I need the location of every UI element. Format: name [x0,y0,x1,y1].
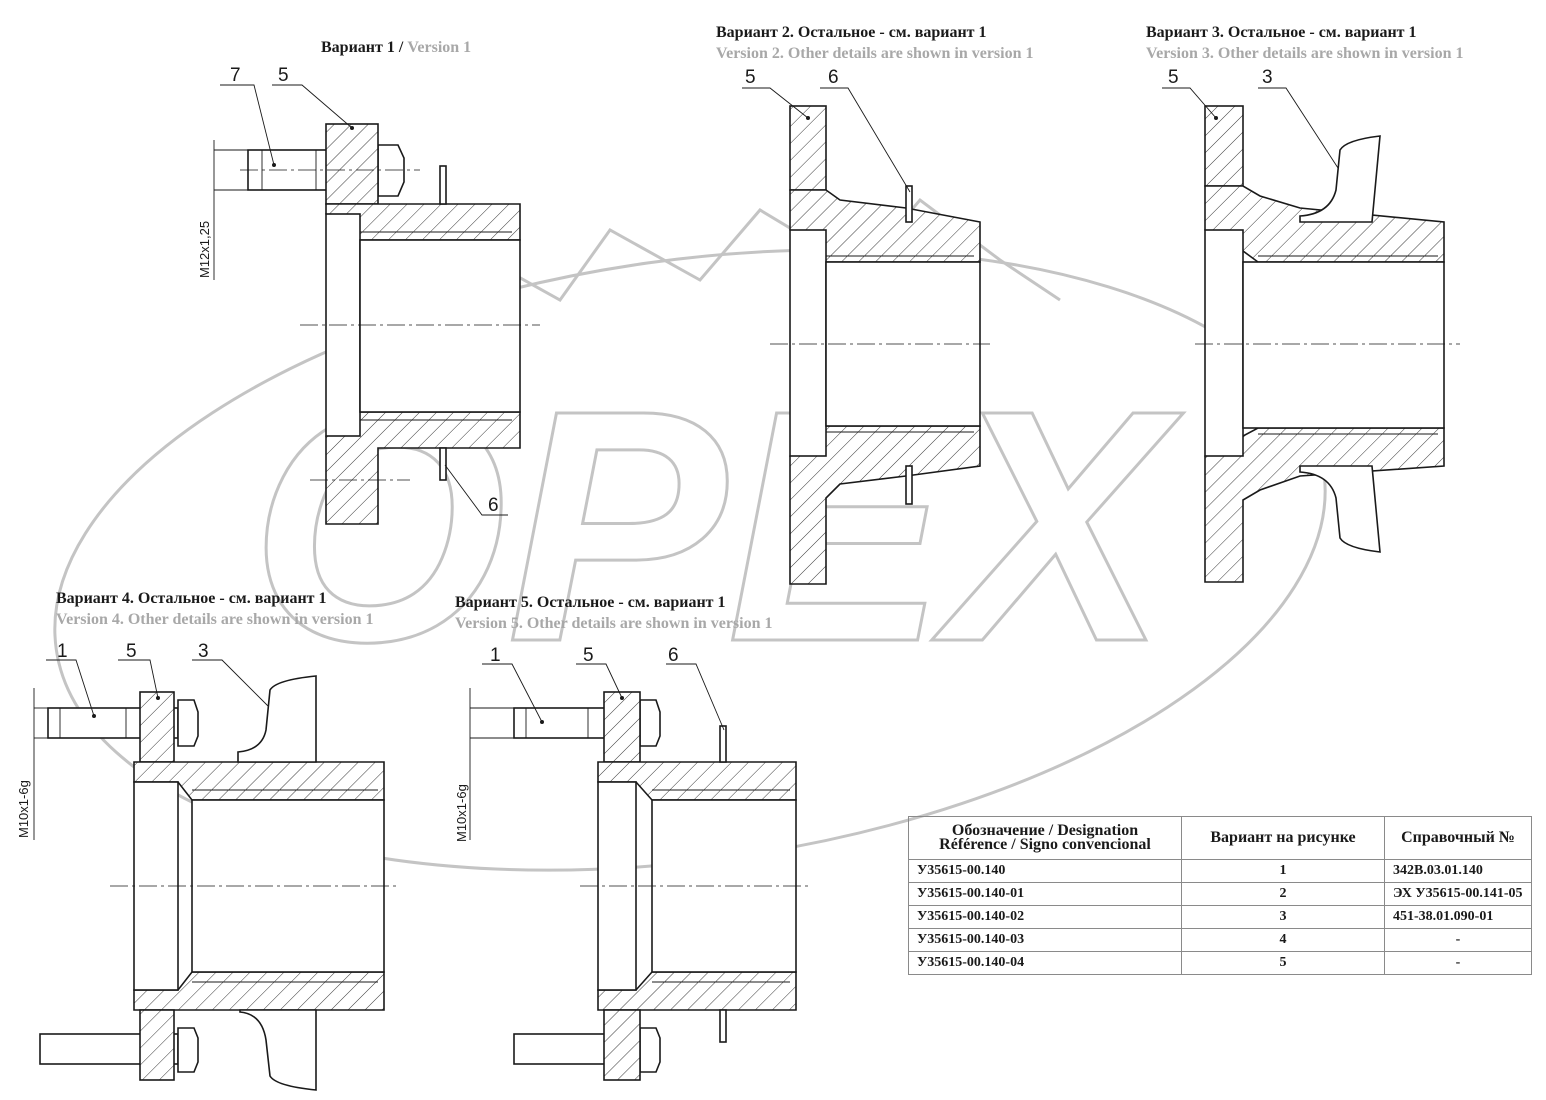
cell-reference: 342B.03.01.140 [1384,859,1532,883]
table-row: У35615-00.140-01 2 ЭХ У35615-00.141-05 [908,882,1532,906]
cell-designation: У35615-00.140-03 [908,928,1182,952]
variant-5-label-6: 6 [668,645,679,666]
header-reference: Справочный № [1384,816,1532,860]
variant-4-thread-dimension: M10x1-6g [16,780,31,838]
variant-5-thread-dimension: M10x1-6g [454,784,469,842]
cell-reference: ЭХ У35615-00.141-05 [1384,882,1532,906]
table-row: У35615-00.140-02 3 451-38.01.090-01 [908,905,1532,929]
variant-3-title-en: Version 3. Other details are shown in ve… [1146,45,1464,62]
variant-5-label-1: 1 [490,645,501,666]
header-variant: Вариант на рисунке [1181,816,1385,860]
table-row: У35615-00.140-04 5 - [908,951,1532,975]
table-row: У35615-00.140 1 342B.03.01.140 [908,859,1532,883]
variant-1-label-7: 7 [230,65,241,86]
variant-4-label-3: 3 [198,641,209,662]
variant-3-label-5: 5 [1168,67,1179,88]
cell-variant: 1 [1181,859,1385,883]
variant-5-title-ru: Вариант 5. Остальное - см. вариант 1 [455,594,726,611]
cell-designation: У35615-00.140-04 [908,951,1182,975]
cell-designation: У35615-00.140-01 [908,882,1182,906]
variant-4-label-5: 5 [126,641,137,662]
variant-1-label-5: 5 [278,65,289,86]
variant-1-thread-dimension: M12x1,25 [197,221,212,278]
cell-variant: 2 [1181,882,1385,906]
variant-2-label-6: 6 [828,67,839,88]
table-header-row: Обозначение / Designation Référence / Si… [908,816,1532,860]
variant-5-label-5: 5 [583,645,594,666]
variant-4-title-ru: Вариант 4. Остальное - см. вариант 1 [56,590,327,607]
cell-reference: - [1384,951,1532,975]
variant-4-label-1: 1 [57,641,68,662]
cell-variant: 3 [1181,905,1385,929]
header-designation: Обозначение / Designation Référence / Si… [908,816,1182,860]
cell-designation: У35615-00.140-02 [908,905,1182,929]
variant-1-view: Вариант 1 / Version 1 7 5 6 [197,39,540,525]
variant-4-view: Вариант 4. Остальное - см. вариант 1 Ver… [16,590,400,1091]
variant-5-title-en: Version 5. Other details are shown in ve… [455,615,773,632]
variant-2-title-en: Version 2. Other details are shown in ve… [716,45,1034,62]
variant-3-title-ru: Вариант 3. Остальное - см. вариант 1 [1146,24,1417,41]
variant-2-view: Вариант 2. Остальное - см. вариант 1 Ver… [716,24,1034,585]
variant-3-view: Вариант 3. Остальное - см. вариант 1 Ver… [1146,24,1464,583]
cell-variant: 5 [1181,951,1385,975]
variant-3-label-3: 3 [1262,67,1273,88]
designation-table: Обозначение / Designation Référence / Si… [908,816,1532,975]
variant-4-title-en: Version 4. Other details are shown in ve… [56,611,374,628]
variant-2-label-5: 5 [745,67,756,88]
cell-reference: - [1384,928,1532,952]
table-row: У35615-00.140-03 4 - [908,928,1532,952]
cell-reference: 451-38.01.090-01 [1384,905,1532,929]
variant-1-label-6: 6 [488,495,499,516]
cell-designation: У35615-00.140 [908,859,1182,883]
variant-1-title: Вариант 1 / Version 1 [321,39,471,56]
cell-variant: 4 [1181,928,1385,952]
variant-2-title-ru: Вариант 2. Остальное - см. вариант 1 [716,24,987,41]
variant-5-view: Вариант 5. Остальное - см. вариант 1 Ver… [454,594,812,1081]
